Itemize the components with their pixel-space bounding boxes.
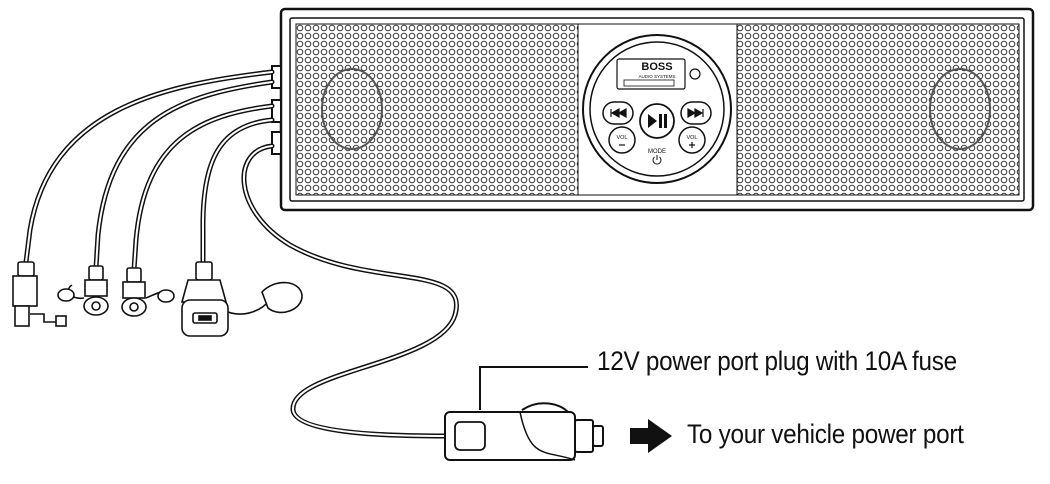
power-icon [652, 155, 662, 165]
power-port-plug [444, 402, 604, 461]
boss-logo-subtext: AUDIO SYSTEMS [638, 74, 675, 79]
play-pause-button[interactable] [639, 103, 675, 139]
plug-callout-label: 12V power port plug with 10A fuse [597, 346, 957, 376]
right-woofer-outline [929, 68, 991, 150]
arrow-right-icon [630, 419, 672, 453]
control-head-unit: BOSS AUDIO SYSTEMS [582, 34, 732, 184]
usb-port-connector [180, 261, 303, 337]
aux-connector-2 [121, 267, 175, 317]
skip-forward-icon [687, 107, 704, 119]
lcd-window [623, 79, 675, 87]
volume-down-button[interactable]: VOL [608, 126, 636, 154]
mode-power-button[interactable]: MODE [648, 149, 666, 165]
left-woofer-outline [321, 68, 383, 150]
power-port-callout-label: To your vehicle power port [687, 419, 964, 449]
ir-sensor [689, 68, 701, 80]
boss-logo: BOSS [641, 61, 672, 73]
skip-back-icon [610, 107, 627, 119]
accessory-cables [23, 69, 275, 273]
play-pause-icon [648, 114, 667, 128]
power-cable [241, 143, 459, 439]
vol-down-label: VOL [616, 135, 627, 141]
plus-icon [689, 142, 695, 148]
soundbar: BOSS AUDIO SYSTEMS [271, 7, 1035, 212]
next-button[interactable] [680, 101, 712, 125]
previous-button[interactable] [602, 101, 634, 125]
aux-connector-1 [57, 265, 109, 316]
lcd-display [616, 58, 686, 90]
volume-up-button[interactable]: VOL [678, 126, 706, 154]
dc-plug-connector [12, 261, 67, 327]
vol-up-label: VOL [686, 135, 697, 141]
plug-callout-line [479, 366, 588, 410]
right-speaker-grill [736, 23, 1020, 196]
left-speaker-grill [295, 23, 579, 196]
mode-label: MODE [648, 149, 666, 155]
side-cable-ports [271, 65, 282, 155]
